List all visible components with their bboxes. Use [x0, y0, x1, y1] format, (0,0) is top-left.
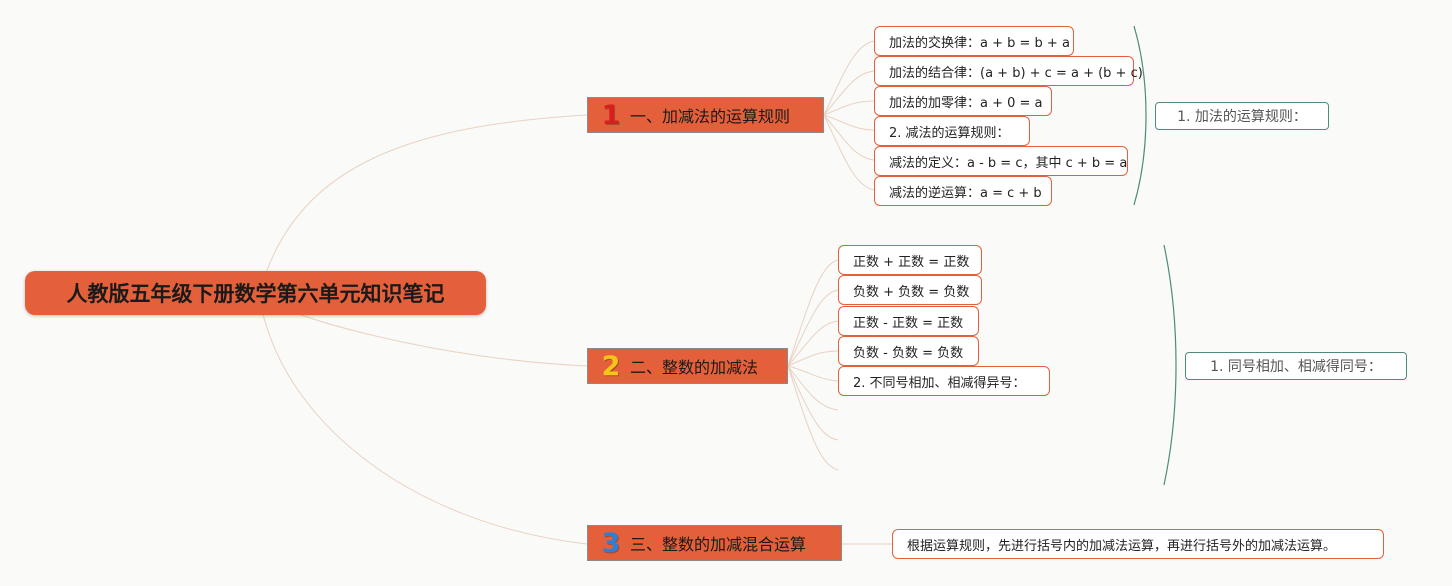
branch-node-3[interactable]: 3 三、整数的加减混合运算	[587, 525, 842, 561]
root-title: 人教版五年级下册数学第六单元知识笔记	[66, 282, 445, 306]
summary-bracket-1	[1133, 25, 1147, 206]
connector-root-branch-3	[261, 309, 588, 545]
leaf-text: 减法的定义：a - b = c，其中 c + b = a	[889, 155, 1128, 171]
connector-b1-leaf-3	[823, 100, 875, 116]
leaf-text: 2. 不同号相加、相减得异号：	[853, 375, 1026, 391]
summary-b1[interactable]: 1. 加法的运算规则：	[1155, 102, 1329, 130]
connector-b1-leaf-6	[823, 114, 875, 191]
leaf-text: 2. 减法的运算规则：	[889, 125, 1010, 141]
branch-label-1: 一、加减法的运算规则	[630, 107, 791, 126]
leaf-text: 负数 - 负数 = 负数	[853, 345, 964, 361]
leaf-b2-3[interactable]: 正数 - 正数 = 正数	[838, 306, 979, 336]
branch-number-3: 3	[601, 527, 621, 559]
leaf-b1-1[interactable]: 加法的交换律：a + b = b + a	[874, 26, 1074, 56]
connector-b2-empty-2	[787, 365, 839, 441]
connector-b2-empty-3	[787, 365, 839, 471]
summary-text: 1. 同号相加、相减得同号：	[1210, 359, 1382, 375]
leaf-text: 正数 + 正数 = 正数	[853, 254, 970, 270]
leaf-text: 负数 + 负数 = 负数	[853, 284, 970, 300]
branch-label-2: 二、整数的加减法	[630, 358, 759, 377]
leaf-text: 加法的加零律：a + 0 = a	[889, 95, 1043, 111]
connector-b2-leaf-2	[787, 289, 839, 367]
summary-b2[interactable]: 1. 同号相加、相减得同号：	[1185, 352, 1407, 380]
leaf-b1-3[interactable]: 加法的加零律：a + 0 = a	[874, 86, 1052, 116]
branch-node-1[interactable]: 1 一、加减法的运算规则	[587, 97, 824, 133]
leaf-b1-2[interactable]: 加法的结合律：(a + b) + c = a + (b + c)	[874, 56, 1143, 86]
connector-b2-leaf-3	[787, 320, 839, 367]
leaf-b1-5[interactable]: 减法的定义：a - b = c，其中 c + b = a	[874, 146, 1128, 176]
leaf-b2-2[interactable]: 负数 + 负数 = 负数	[838, 275, 982, 305]
leaf-text: 加法的交换律：a + b = b + a	[889, 35, 1070, 51]
connector-root-branch-1	[261, 114, 588, 286]
branch-node-2[interactable]: 2 二、整数的加减法	[587, 348, 788, 384]
leaf-b1-4[interactable]: 2. 减法的运算规则：	[874, 116, 1030, 146]
branch-number-1: 1	[601, 99, 621, 131]
leaf-b1-6[interactable]: 减法的逆运算：a = c + b	[874, 176, 1052, 206]
leaf-text: 正数 - 正数 = 正数	[853, 315, 964, 331]
connector-b2-leaf-4	[787, 350, 839, 367]
root-node[interactable]: 人教版五年级下册数学第六单元知识笔记	[25, 271, 486, 315]
summary-text: 1. 加法的运算规则：	[1177, 109, 1307, 125]
leaf-b2-4[interactable]: 负数 - 负数 = 负数	[838, 336, 979, 366]
summary-bracket-2	[1163, 244, 1177, 486]
leaf-text: 加法的结合律：(a + b) + c = a + (b + c)	[889, 65, 1143, 81]
leaf-b2-1[interactable]: 正数 + 正数 = 正数	[838, 245, 982, 275]
leaf-b2-5[interactable]: 2. 不同号相加、相减得异号：	[838, 366, 1050, 396]
leaf-text: 根据运算规则，先进行括号内的加减法运算，再进行括号外的加减法运算。	[907, 538, 1337, 554]
connector-b1-leaf-1	[823, 40, 875, 116]
connector-b1-leaf-2	[823, 70, 875, 116]
connector-b2-leaf-1	[787, 259, 839, 367]
leaf-b3-1[interactable]: 根据运算规则，先进行括号内的加减法运算，再进行括号外的加减法运算。	[892, 529, 1384, 559]
connector-b2-empty-1	[787, 365, 839, 411]
branch-number-2: 2	[601, 350, 621, 382]
leaf-text: 减法的逆运算：a = c + b	[889, 185, 1042, 201]
branch-label-3: 三、整数的加减混合运算	[630, 535, 807, 554]
connector-b2-leaf-5	[787, 365, 839, 382]
connector-b1-leaf-4	[823, 114, 875, 131]
connector-b1-leaf-5	[823, 114, 875, 161]
